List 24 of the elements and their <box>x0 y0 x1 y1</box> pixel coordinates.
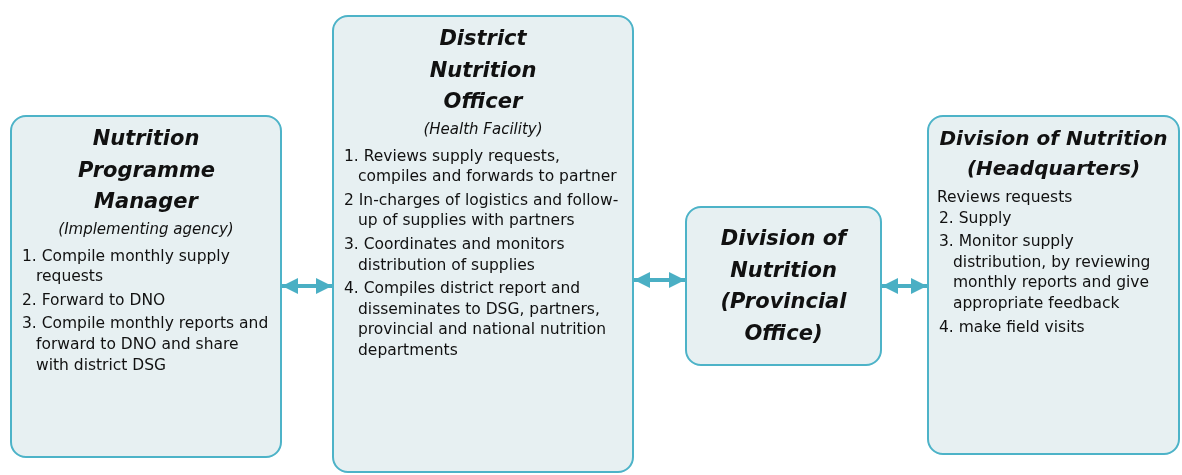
task-item: 3. Compile monthly reports and forward to DNO and share with district DSG <box>21 313 270 376</box>
double-arrow <box>634 272 685 288</box>
box-subtitle: (Implementing agency) <box>57 219 235 238</box>
box-heading: Division of Nutrition (Headquarters) <box>938 125 1169 182</box>
box-subtitle: (Health Facility) <box>422 119 544 138</box>
role-box <box>332 15 634 473</box>
role-box <box>10 115 282 458</box>
box-heading: Division of Nutrition (Provincial Office) <box>719 225 850 347</box>
task-item: 1. Compile monthly supply requests <box>21 245 231 287</box>
double-arrow <box>282 278 332 294</box>
task-text: Reviews requests <box>937 187 1074 208</box>
task-item: 2 In-charges of logistics and follow-up of supplies with partners <box>343 189 620 231</box>
task-item: 4. Compiles district report and disseminates to DSG, partners, provincial and national nutrition departments <box>343 278 608 361</box>
task-item: 2. Forward to DNO <box>21 289 167 311</box>
task-item: 4. make field visits <box>938 316 1086 338</box>
task-item: 3. Monitor supply distribution, by reviewing monthly reports and give appropriate feedback <box>938 231 1152 314</box>
box-heading: Nutrition Programme Manager <box>78 125 214 215</box>
double-arrow <box>882 278 927 294</box>
task-item: 1. Reviews supply requests, compiles and forwards to partner <box>343 145 618 187</box>
box-heading: District Nutrition Officer <box>428 25 538 115</box>
role-box <box>927 115 1180 455</box>
task-item: 3. Coordinates and monitors distribution of supplies <box>343 233 566 276</box>
task-item: 2. Supply <box>938 207 1013 229</box>
office-box <box>685 206 882 366</box>
